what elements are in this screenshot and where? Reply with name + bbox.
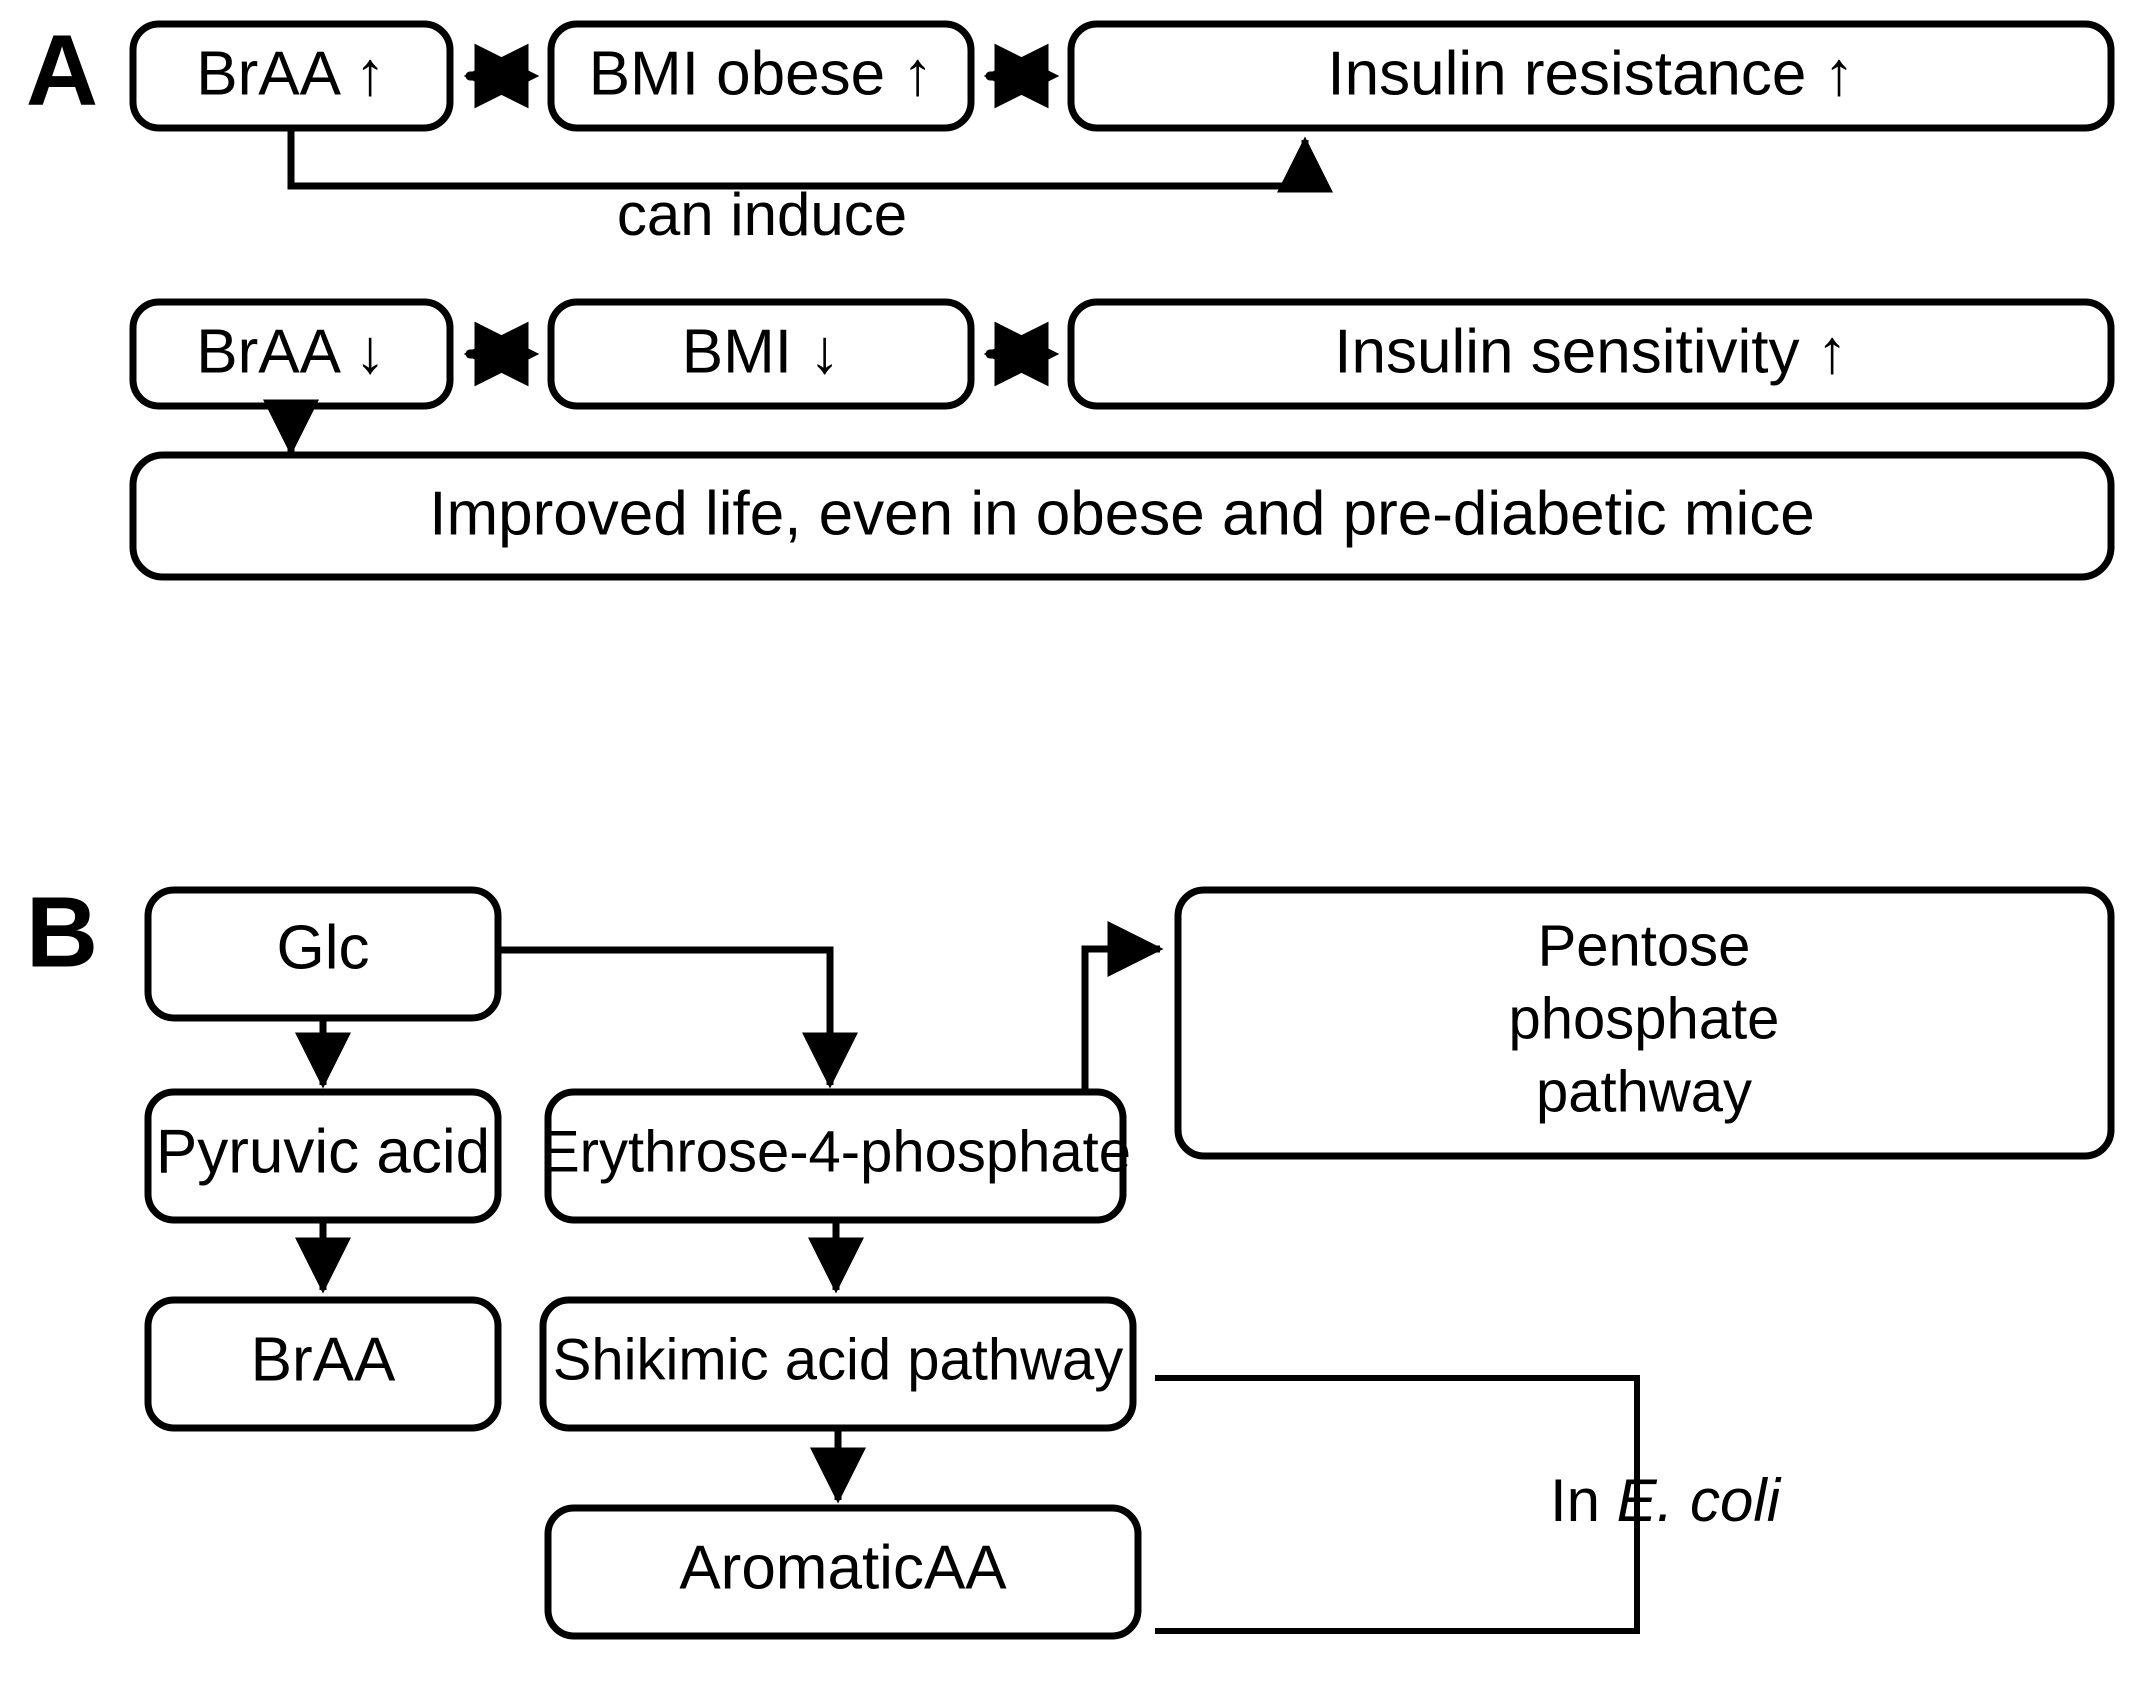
node-insulin-resistance-up-label: Insulin resistance ↑ [1327,39,1854,108]
node-braa-down-label: BrAA ↓ [196,317,386,386]
node-aromatic-aa [544,1504,1142,1640]
node-pentose-line-1: Pentose [1538,913,1751,978]
node-braa-label: BrAA [251,1325,396,1394]
annotation-in-ecoli-prefix: In [1550,1467,1617,1534]
node-pentose-phosphate-pathway [1174,886,2115,1160]
node-insulin-resistance-up [1067,20,2115,132]
node-glc-label: Glc [277,913,370,982]
node-aromatic-aa-label: AromaticAA [679,1533,1007,1602]
edge-erythrose-pentose [1081,921,1164,1090]
node-bmi-obese-up-label: BMI obese ↑ [589,39,934,108]
node-bmi-down [547,298,975,410]
node-bmi-down-label: BMI ↓ [682,317,840,386]
node-braa-up-label: BrAA ↑ [196,39,386,108]
edge-label-can-induce: can induce [617,181,907,248]
node-pentose-line-3: pathway [1536,1059,1752,1124]
node-insulin-sensitivity-up [1067,298,2115,410]
annotation-in-ecoli: In E. coli [1550,1467,1782,1534]
panel-letter-b: B [26,876,98,988]
edge-glc-erythrose [498,946,858,1089]
node-improved-life [129,451,2115,581]
node-bmi-obese-up [547,20,975,132]
node-shikimic-acid-pathway-label: Shikimic acid pathway [553,1327,1124,1392]
annotation-in-ecoli-species: E. coli [1617,1467,1782,1534]
node-pyruvic-acid-label: Pyruvic acid [156,1117,490,1186]
node-braa [144,1296,502,1432]
edge-can-induce-path [287,128,1305,190]
node-insulin-sensitivity-up-label: Insulin sensitivity ↑ [1334,317,1847,386]
node-pentose-line-2: phosphate [1509,986,1780,1051]
node-improved-life-label: Improved life, even in obese and pre-dia… [429,479,1814,548]
panel-letter-a: A [26,14,98,126]
bracket-in-ecoli [1155,1375,1640,1634]
node-erythrose-4-phosphate-label: Erythrose-4-phosphate [541,1119,1131,1184]
